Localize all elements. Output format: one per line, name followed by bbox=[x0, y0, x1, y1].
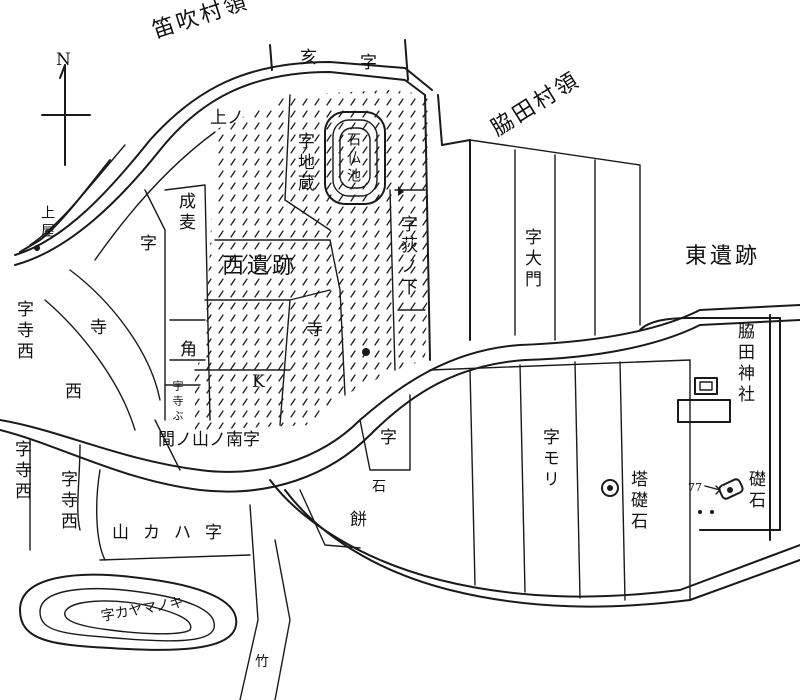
aza-marker-top: 字 bbox=[360, 53, 377, 73]
daimon-fields bbox=[469, 139, 641, 341]
aza-nishi: 西 bbox=[65, 382, 82, 402]
aza-teranishi-2: 字寺西 bbox=[11, 440, 31, 503]
marker-dot-center bbox=[362, 348, 370, 356]
aza-ueno-ota: 上屋 bbox=[39, 205, 55, 241]
marker-pond bbox=[398, 186, 404, 196]
east-site-label: 東遺跡 bbox=[685, 244, 761, 269]
aza-jizo: 字地蔵 bbox=[294, 132, 314, 195]
main-road-north bbox=[14, 39, 433, 266]
aza-teranishi-3: 字寺西 bbox=[57, 470, 77, 533]
west-site-label: 西遺跡 bbox=[222, 254, 298, 279]
aza-tera-left: 寺 bbox=[90, 318, 107, 338]
stone-number: 77 bbox=[688, 481, 702, 494]
aza-ura: 亥 bbox=[300, 48, 317, 68]
aza-kusa-shita: 字荻ノ下 bbox=[397, 215, 417, 299]
mori-fields bbox=[429, 359, 691, 601]
aza-yamakahachi: 山カハ字 bbox=[112, 523, 236, 543]
pagoda-stone-mark bbox=[601, 479, 619, 497]
wakita-shrine-area bbox=[639, 314, 781, 541]
kayama-mountain bbox=[19, 573, 238, 651]
aza-ishi: 石 bbox=[372, 479, 386, 495]
aza-take: 竹 bbox=[255, 654, 269, 670]
aza-ue-no: 上ノ bbox=[210, 108, 244, 128]
aza-nari-mugi: 成麦 bbox=[175, 192, 195, 234]
wakita-shrine-label: 脇田神社 bbox=[734, 322, 754, 406]
aza-mori: 字モリ bbox=[539, 428, 559, 491]
aza-teranishi-1: 字寺西 bbox=[13, 300, 33, 363]
aza-shijuku: 宇寺ぶ bbox=[171, 380, 184, 425]
aza-kado: 角 bbox=[180, 340, 197, 360]
aza-k-mark: K bbox=[252, 372, 265, 392]
aza-daimon: 字大門 bbox=[521, 228, 541, 291]
aza-zen: 餅 bbox=[350, 510, 367, 530]
aza-ishi-marker: 字 bbox=[380, 428, 397, 448]
aza-ma-no-yama: 間ノ山ノ南字 bbox=[158, 430, 260, 450]
north-arrow bbox=[41, 64, 91, 166]
aza-tera-mid: 寺 bbox=[306, 320, 323, 340]
ishibutsu-pond bbox=[324, 111, 386, 205]
west-site-hatch bbox=[195, 90, 432, 430]
aza-marker-west: 字 bbox=[140, 234, 157, 254]
foundation-stone-mark bbox=[698, 478, 744, 514]
foundation-stone-label: 礎石 bbox=[745, 470, 765, 512]
aza-ishibutsu-ike: 石仏池 bbox=[345, 132, 361, 186]
marker-dot-west bbox=[34, 245, 40, 251]
north-label: N bbox=[56, 50, 71, 70]
pagoda-stone-label: 塔礎石 bbox=[627, 470, 647, 533]
